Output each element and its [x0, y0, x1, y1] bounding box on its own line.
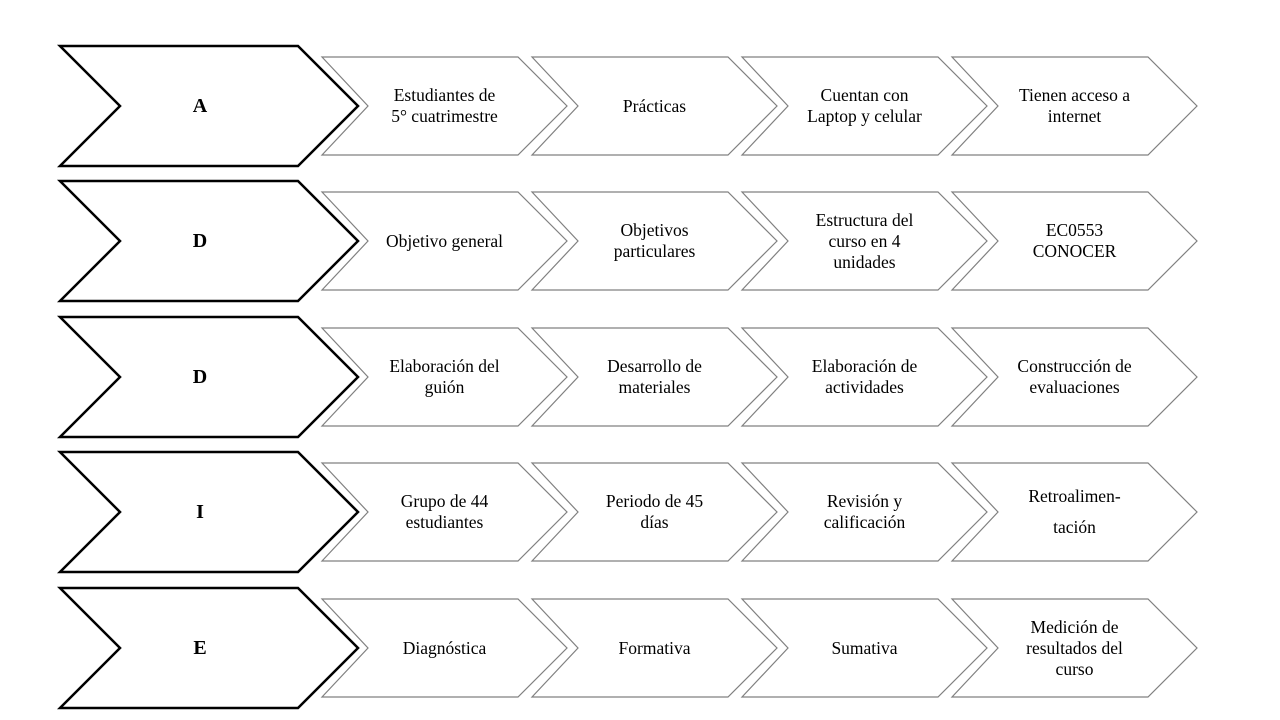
step-chevron: [740, 598, 988, 698]
stage-letter-analysis: A: [192, 94, 208, 117]
step-chevron: [530, 327, 778, 427]
step-label: Objetivo general: [385, 230, 504, 251]
step-label: Elaboración de actividades: [811, 356, 918, 397]
step-chevron: [530, 462, 778, 562]
step-label: Grupo de 44 estudiantes: [400, 491, 489, 532]
step-chevron: [740, 191, 988, 291]
stage-letter-design: D: [192, 229, 208, 252]
stage-letter-evaluation: E: [193, 636, 207, 659]
step-chevron: [740, 56, 988, 156]
step-chevron: [530, 56, 778, 156]
step-chevron: [950, 327, 1198, 427]
step-label: Tienen acceso a internet: [1018, 85, 1131, 126]
step-chevron: [740, 462, 988, 562]
step-chevron: [950, 191, 1198, 291]
step-label: Diagnóstica: [402, 637, 487, 658]
step-chevron: [320, 191, 568, 291]
step-label: Cuentan con Laptop y celular: [807, 85, 922, 126]
step-chevron: [320, 462, 568, 562]
step-chevron: [320, 598, 568, 698]
step-label: Desarrollo de materiales: [607, 356, 702, 397]
stage-chevron: [56, 586, 360, 710]
step-chevron: [950, 462, 1198, 562]
stage-letter-implementation: I: [196, 500, 204, 523]
step-label: Sumativa: [831, 637, 898, 658]
stage-chevron: [56, 450, 360, 574]
stage-chevron: [56, 315, 360, 439]
step-chevron: [530, 598, 778, 698]
stage-chevron: [56, 179, 360, 303]
step-chevron: [740, 327, 988, 427]
step-label: Periodo de 45 días: [605, 491, 704, 532]
step-label: Objetivos particulares: [613, 220, 696, 261]
step-chevron: [320, 327, 568, 427]
step-label: Medición de resultados del curso: [1026, 616, 1123, 679]
step-chevron: [950, 598, 1198, 698]
step-chevron: [530, 191, 778, 291]
step-label: Retroalimen- tación: [1028, 486, 1121, 537]
step-label: Prácticas: [622, 95, 687, 116]
step-label: Construcción de evaluaciones: [1017, 356, 1132, 397]
step-chevron: [320, 56, 568, 156]
step-label: Estructura del curso en 4 unidades: [815, 209, 914, 272]
step-label: Formativa: [618, 637, 691, 658]
step-label: Elaboración del guión: [389, 356, 500, 397]
stage-chevron: [56, 44, 360, 168]
step-label: Estudiantes de 5° cuatrimestre: [391, 85, 498, 126]
step-chevron: [950, 56, 1198, 156]
step-label: Revisión y calificación: [823, 491, 906, 532]
stage-letter-development: D: [192, 365, 208, 388]
step-label: EC0553 CONOCER: [1032, 220, 1117, 261]
